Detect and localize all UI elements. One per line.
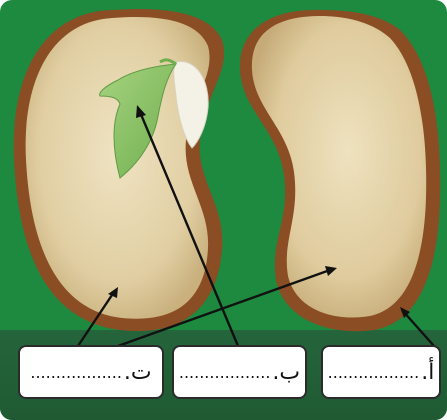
label-letter-a: أ. <box>421 360 434 385</box>
label-letter-b: ب. <box>272 360 300 385</box>
label-box-a[interactable]: أ. .................. <box>321 345 441 399</box>
label-blank-b: .................. <box>179 363 271 382</box>
label-blank-a: .................. <box>328 363 420 382</box>
label-box-b[interactable]: ب. .................. <box>172 345 307 399</box>
label-box-t[interactable]: ت. .................. <box>18 345 164 399</box>
left-cotyledon <box>14 9 224 331</box>
label-letter-t: ت. <box>124 360 152 385</box>
label-blank-t: .................. <box>30 363 122 382</box>
right-cotyledon <box>240 10 440 331</box>
